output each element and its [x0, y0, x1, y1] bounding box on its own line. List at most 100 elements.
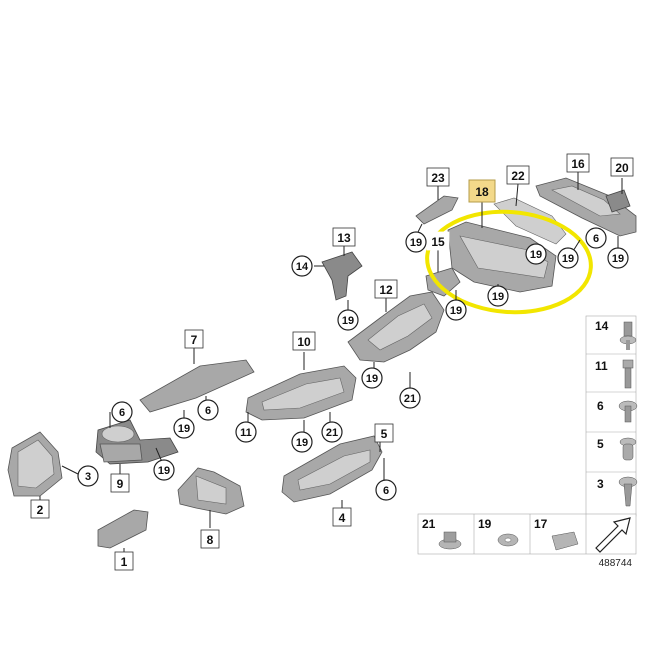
part-label-1[interactable]: 1 [114, 551, 134, 571]
part-18-shape [447, 221, 557, 293]
svg-text:6: 6 [593, 233, 599, 245]
part-label-12[interactable]: 12 [374, 279, 398, 299]
legend-item-17[interactable]: 17 [534, 517, 579, 551]
svg-text:3: 3 [597, 477, 604, 491]
part-label-18-highlighted[interactable]: 18 [468, 179, 496, 203]
callout-19-shield18-bottom[interactable]: 19 [487, 285, 509, 307]
svg-text:16: 16 [571, 157, 585, 171]
svg-text:19: 19 [342, 315, 354, 327]
svg-text:5: 5 [381, 427, 388, 441]
part-2-shape [7, 431, 63, 497]
svg-text:19: 19 [296, 437, 308, 449]
callout-19-shield18-right[interactable]: 19 [525, 243, 547, 265]
part-label-15[interactable]: 15 [426, 231, 450, 251]
part-label-20[interactable]: 20 [610, 157, 634, 177]
svg-text:21: 21 [422, 517, 436, 531]
part-10-shape [245, 365, 357, 421]
svg-text:19: 19 [410, 237, 422, 249]
svg-text:19: 19 [158, 465, 170, 477]
svg-text:12: 12 [379, 283, 393, 297]
part-20-shape [605, 189, 631, 213]
callout-6-plate[interactable]: 6 [197, 399, 219, 421]
svg-text:19: 19 [530, 249, 542, 261]
part-16-shape [535, 177, 637, 237]
svg-text:6: 6 [383, 485, 389, 497]
callout-19-rear[interactable]: 19 [607, 247, 629, 269]
direction-arrow-icon [595, 517, 631, 553]
part-1-shape [97, 509, 149, 549]
svg-text:20: 20 [615, 161, 629, 175]
diagram-id: 488744 [599, 558, 633, 569]
svg-text:19: 19 [366, 373, 378, 385]
callout-19-bracket15[interactable]: 19 [445, 299, 467, 321]
svg-text:1: 1 [121, 555, 128, 569]
svg-text:8: 8 [207, 533, 214, 547]
legend-item-6[interactable]: 6 [597, 399, 638, 423]
legend-item-14[interactable]: 14 [595, 319, 637, 350]
part-23-shape [415, 195, 459, 225]
callout-19-bracket23[interactable]: 19 [405, 231, 427, 253]
svg-text:19: 19 [562, 253, 574, 265]
leader-lines [39, 172, 623, 552]
svg-text:2: 2 [37, 503, 44, 517]
svg-text:10: 10 [297, 335, 311, 349]
callout-3[interactable]: 3 [77, 465, 99, 487]
svg-text:14: 14 [595, 319, 609, 333]
part-label-10[interactable]: 10 [292, 331, 316, 351]
part-label-2[interactable]: 2 [30, 499, 50, 519]
svg-text:19: 19 [178, 423, 190, 435]
svg-text:23: 23 [431, 171, 445, 185]
svg-text:11: 11 [240, 427, 252, 439]
callout-14[interactable]: 14 [291, 255, 313, 277]
part-label-9[interactable]: 9 [110, 473, 130, 493]
svg-text:19: 19 [450, 305, 462, 317]
svg-text:9: 9 [117, 477, 124, 491]
highlight-ellipse [425, 209, 593, 315]
legend-item-5[interactable]: 5 [597, 437, 637, 461]
svg-text:14: 14 [296, 261, 309, 273]
callout-19-mount[interactable]: 19 [153, 459, 175, 481]
part-22-shape [493, 197, 567, 245]
part-label-22[interactable]: 22 [506, 165, 530, 185]
svg-text:3: 3 [85, 471, 91, 483]
svg-text:19: 19 [492, 291, 504, 303]
callout-21-tunnel[interactable]: 21 [321, 421, 343, 443]
callout-19-plate[interactable]: 19 [173, 417, 195, 439]
part-label-4[interactable]: 4 [332, 507, 352, 527]
part-13-shape [321, 251, 363, 301]
svg-text:17: 17 [534, 517, 548, 531]
part-15-shape [425, 267, 461, 297]
callout-21-curved[interactable]: 21 [399, 387, 421, 409]
svg-text:21: 21 [404, 393, 416, 405]
callout-19-bracket13[interactable]: 19 [337, 309, 359, 331]
svg-text:21: 21 [326, 427, 338, 439]
part-7-shape [139, 359, 255, 413]
part-12-shape [347, 291, 445, 363]
legend-item-3[interactable]: 3 [597, 476, 638, 507]
svg-text:19: 19 [612, 253, 624, 265]
legend-item-19[interactable]: 19 [478, 517, 519, 547]
part-label-13[interactable]: 13 [332, 227, 356, 247]
part-label-7[interactable]: 7 [184, 329, 204, 349]
part-8-shape [177, 467, 245, 515]
callout-6-rear[interactable]: 6 [585, 227, 607, 249]
legend-item-11[interactable]: 11 [595, 359, 634, 389]
callout-6-left[interactable]: 6 [111, 401, 133, 423]
svg-text:22: 22 [511, 169, 525, 183]
legend-item-21[interactable]: 21 [422, 517, 462, 550]
part-label-8[interactable]: 8 [200, 529, 220, 549]
svg-text:6: 6 [119, 407, 125, 419]
callout-19-tunnel[interactable]: 19 [291, 431, 313, 453]
part-label-16[interactable]: 16 [566, 153, 590, 173]
svg-text:6: 6 [205, 405, 211, 417]
svg-text:13: 13 [337, 231, 351, 245]
svg-text:4: 4 [339, 511, 346, 525]
callout-6-lower[interactable]: 6 [375, 479, 397, 501]
callout-19-curved[interactable]: 19 [361, 367, 383, 389]
part-label-23[interactable]: 23 [426, 167, 450, 187]
svg-text:19: 19 [478, 517, 492, 531]
callout-19-shield22[interactable]: 19 [557, 247, 579, 269]
callout-11[interactable]: 11 [235, 421, 257, 443]
part-label-5[interactable]: 5 [374, 423, 394, 443]
